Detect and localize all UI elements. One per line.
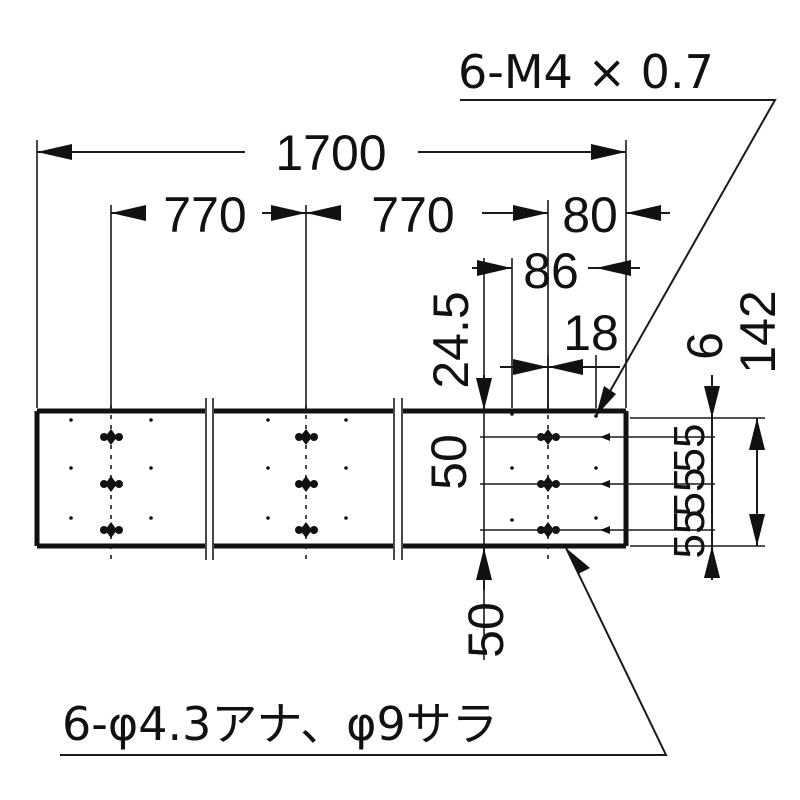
dimension-lines bbox=[37, 144, 765, 590]
hole-pattern bbox=[69, 405, 598, 565]
thread-callout: 6-M4 × 0.7 bbox=[458, 45, 714, 99]
dim-edge-top: 6 bbox=[677, 332, 733, 360]
dim-total-height: 142 bbox=[730, 290, 786, 373]
dim-hole-offset: 18 bbox=[563, 305, 619, 361]
dim-row-pitch-lower-2: 55 bbox=[665, 510, 714, 559]
hole-group-2 bbox=[266, 418, 348, 538]
dimension-labels: 6-M4 × 0.7 1700 770 770 80 86 18 24.5 50… bbox=[62, 45, 786, 751]
dim-block-width: 86 bbox=[523, 243, 579, 299]
plate-outline bbox=[34, 398, 629, 560]
hole-callout: 6-φ4.3アナ、φ9サラ bbox=[62, 697, 498, 751]
dim-row-height: 50 bbox=[421, 434, 477, 490]
hole-group-1 bbox=[69, 418, 153, 538]
dim-end-offset: 80 bbox=[562, 187, 618, 243]
dim-pitch-2: 770 bbox=[371, 187, 454, 243]
dim-bottom-offset: 50 bbox=[458, 602, 514, 658]
dim-row-pitch-upper: 55 bbox=[665, 424, 714, 473]
dim-pitch-1: 770 bbox=[163, 187, 246, 243]
dim-edge-offset-left: 24.5 bbox=[423, 291, 479, 388]
dim-overall-length: 1700 bbox=[275, 125, 386, 181]
hole-group-3 bbox=[510, 412, 598, 538]
dim-row-pitch-lower: 55 bbox=[665, 468, 714, 517]
leader-lines bbox=[60, 99, 777, 756]
